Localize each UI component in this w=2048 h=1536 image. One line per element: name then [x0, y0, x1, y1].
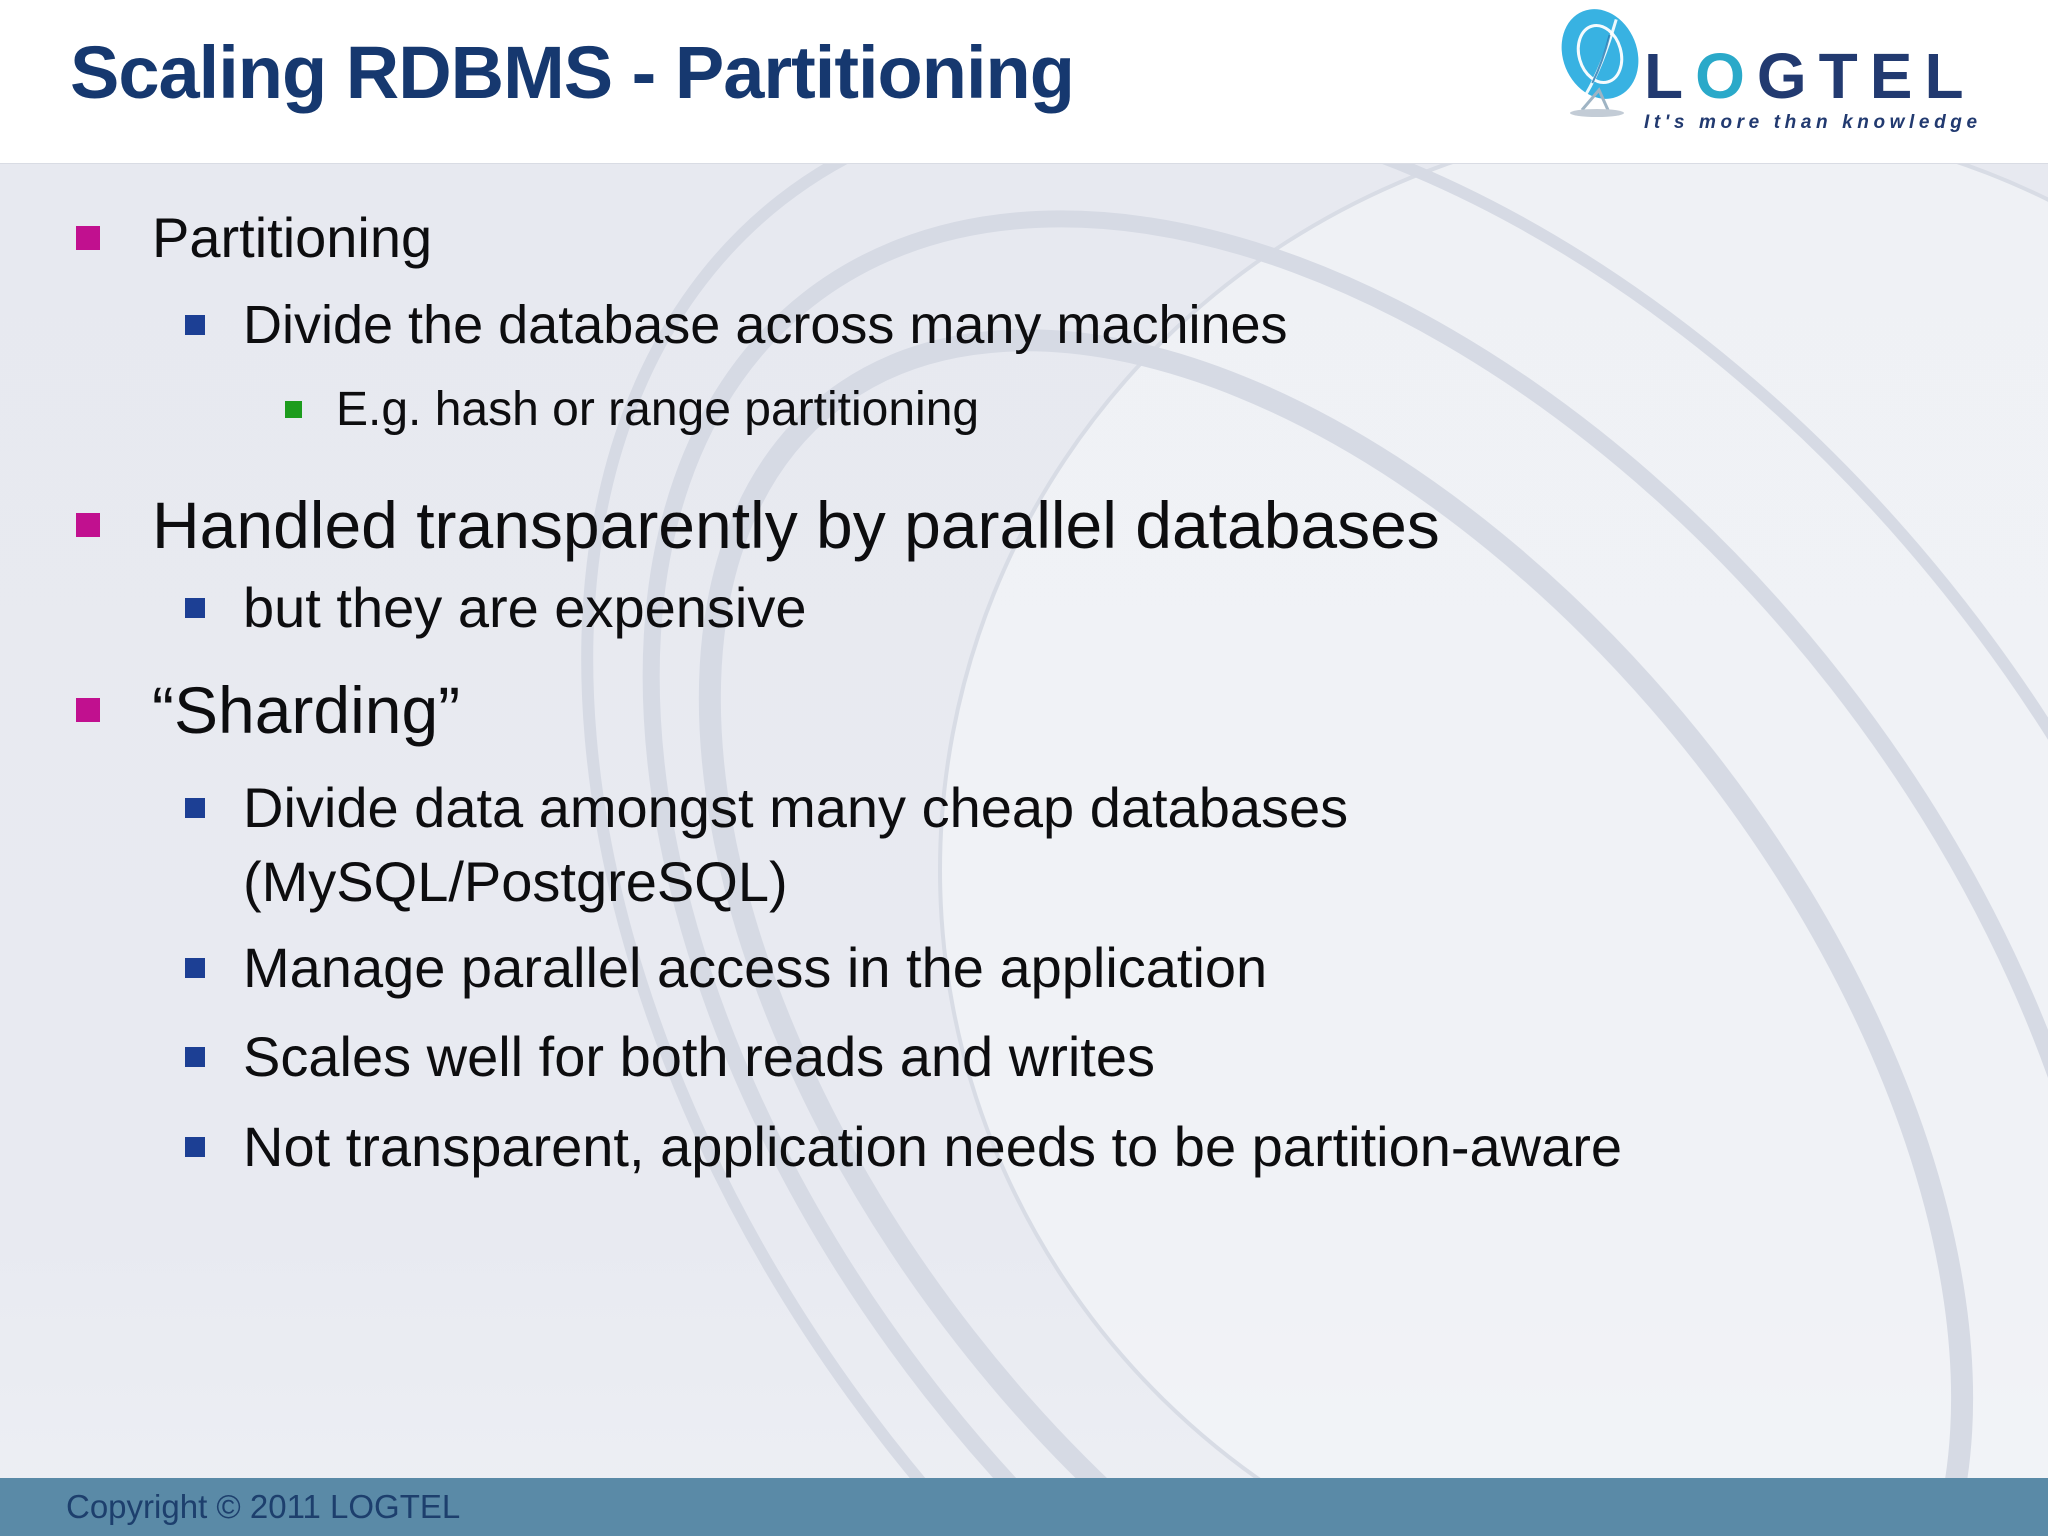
- bullet-text: Scales well for both reads and writes: [243, 1025, 1155, 1088]
- list-item: Partitioning: [76, 204, 432, 272]
- logo-letter-l: L: [1644, 40, 1696, 112]
- list-item: Divide the database across many machines: [185, 292, 1288, 358]
- list-item: Manage parallel access in the applicatio…: [185, 934, 1267, 1002]
- list-item: E.g. hash or range partitioning: [285, 380, 979, 440]
- bullet-text: “Sharding”: [152, 673, 461, 747]
- bullet-square-icon: [185, 598, 205, 618]
- bullet-text: Handled transparently by parallel databa…: [152, 488, 1440, 562]
- satellite-dish-icon: [1561, 9, 1639, 117]
- footer-bar: Copyright © 2011 LOGTEL: [0, 1478, 2048, 1536]
- bullet-text: Partitioning: [152, 206, 433, 269]
- bullet-text: but they are expensive: [243, 576, 807, 639]
- bullet-square-icon: [76, 698, 100, 722]
- bullet-square-icon: [185, 1137, 205, 1157]
- logtel-logo: LOGTEL It's more than knowledge: [1552, 0, 2022, 155]
- bullet-square-icon: [185, 1047, 205, 1067]
- list-item: Not transparent, application needs to be…: [185, 1113, 1622, 1181]
- list-item: Scales well for both reads and writes: [185, 1023, 1155, 1091]
- slide-header: Scaling RDBMS - Partitioning: [0, 0, 2048, 164]
- logo-letters-gtel: GTEL: [1756, 40, 1976, 112]
- bullet-square-icon: [185, 798, 205, 818]
- bullet-text: E.g. hash or range partitioning: [336, 383, 980, 436]
- bullet-text: Manage parallel access in the applicatio…: [243, 936, 1268, 999]
- list-item: Divide data amongst many cheap databases…: [185, 771, 1348, 919]
- bullet-text: Divide data amongst many cheap databases…: [243, 776, 1349, 913]
- list-item: Handled transparently by parallel databa…: [76, 485, 1440, 565]
- page-title: Scaling RDBMS - Partitioning: [70, 31, 1075, 114]
- logo-tagline: It's more than knowledge: [1644, 112, 1982, 133]
- bullet-text: Divide the database across many machines: [243, 295, 1288, 355]
- logo-letter-o: O: [1695, 40, 1757, 112]
- bullet-square-icon: [185, 958, 205, 978]
- logo-text-block: LOGTEL It's more than knowledge: [1644, 44, 2016, 134]
- list-item: but they are expensive: [185, 574, 806, 642]
- copyright-text: Copyright © 2011 LOGTEL: [66, 1488, 461, 1525]
- bullet-square-icon: [76, 513, 100, 537]
- bullet-square-icon: [285, 401, 302, 418]
- bullet-text: Not transparent, application needs to be…: [243, 1115, 1623, 1178]
- bullet-square-icon: [185, 315, 205, 335]
- logo-wordmark: LOGTEL: [1644, 44, 2016, 108]
- list-item: “Sharding”: [76, 670, 460, 750]
- bullet-square-icon: [76, 226, 100, 250]
